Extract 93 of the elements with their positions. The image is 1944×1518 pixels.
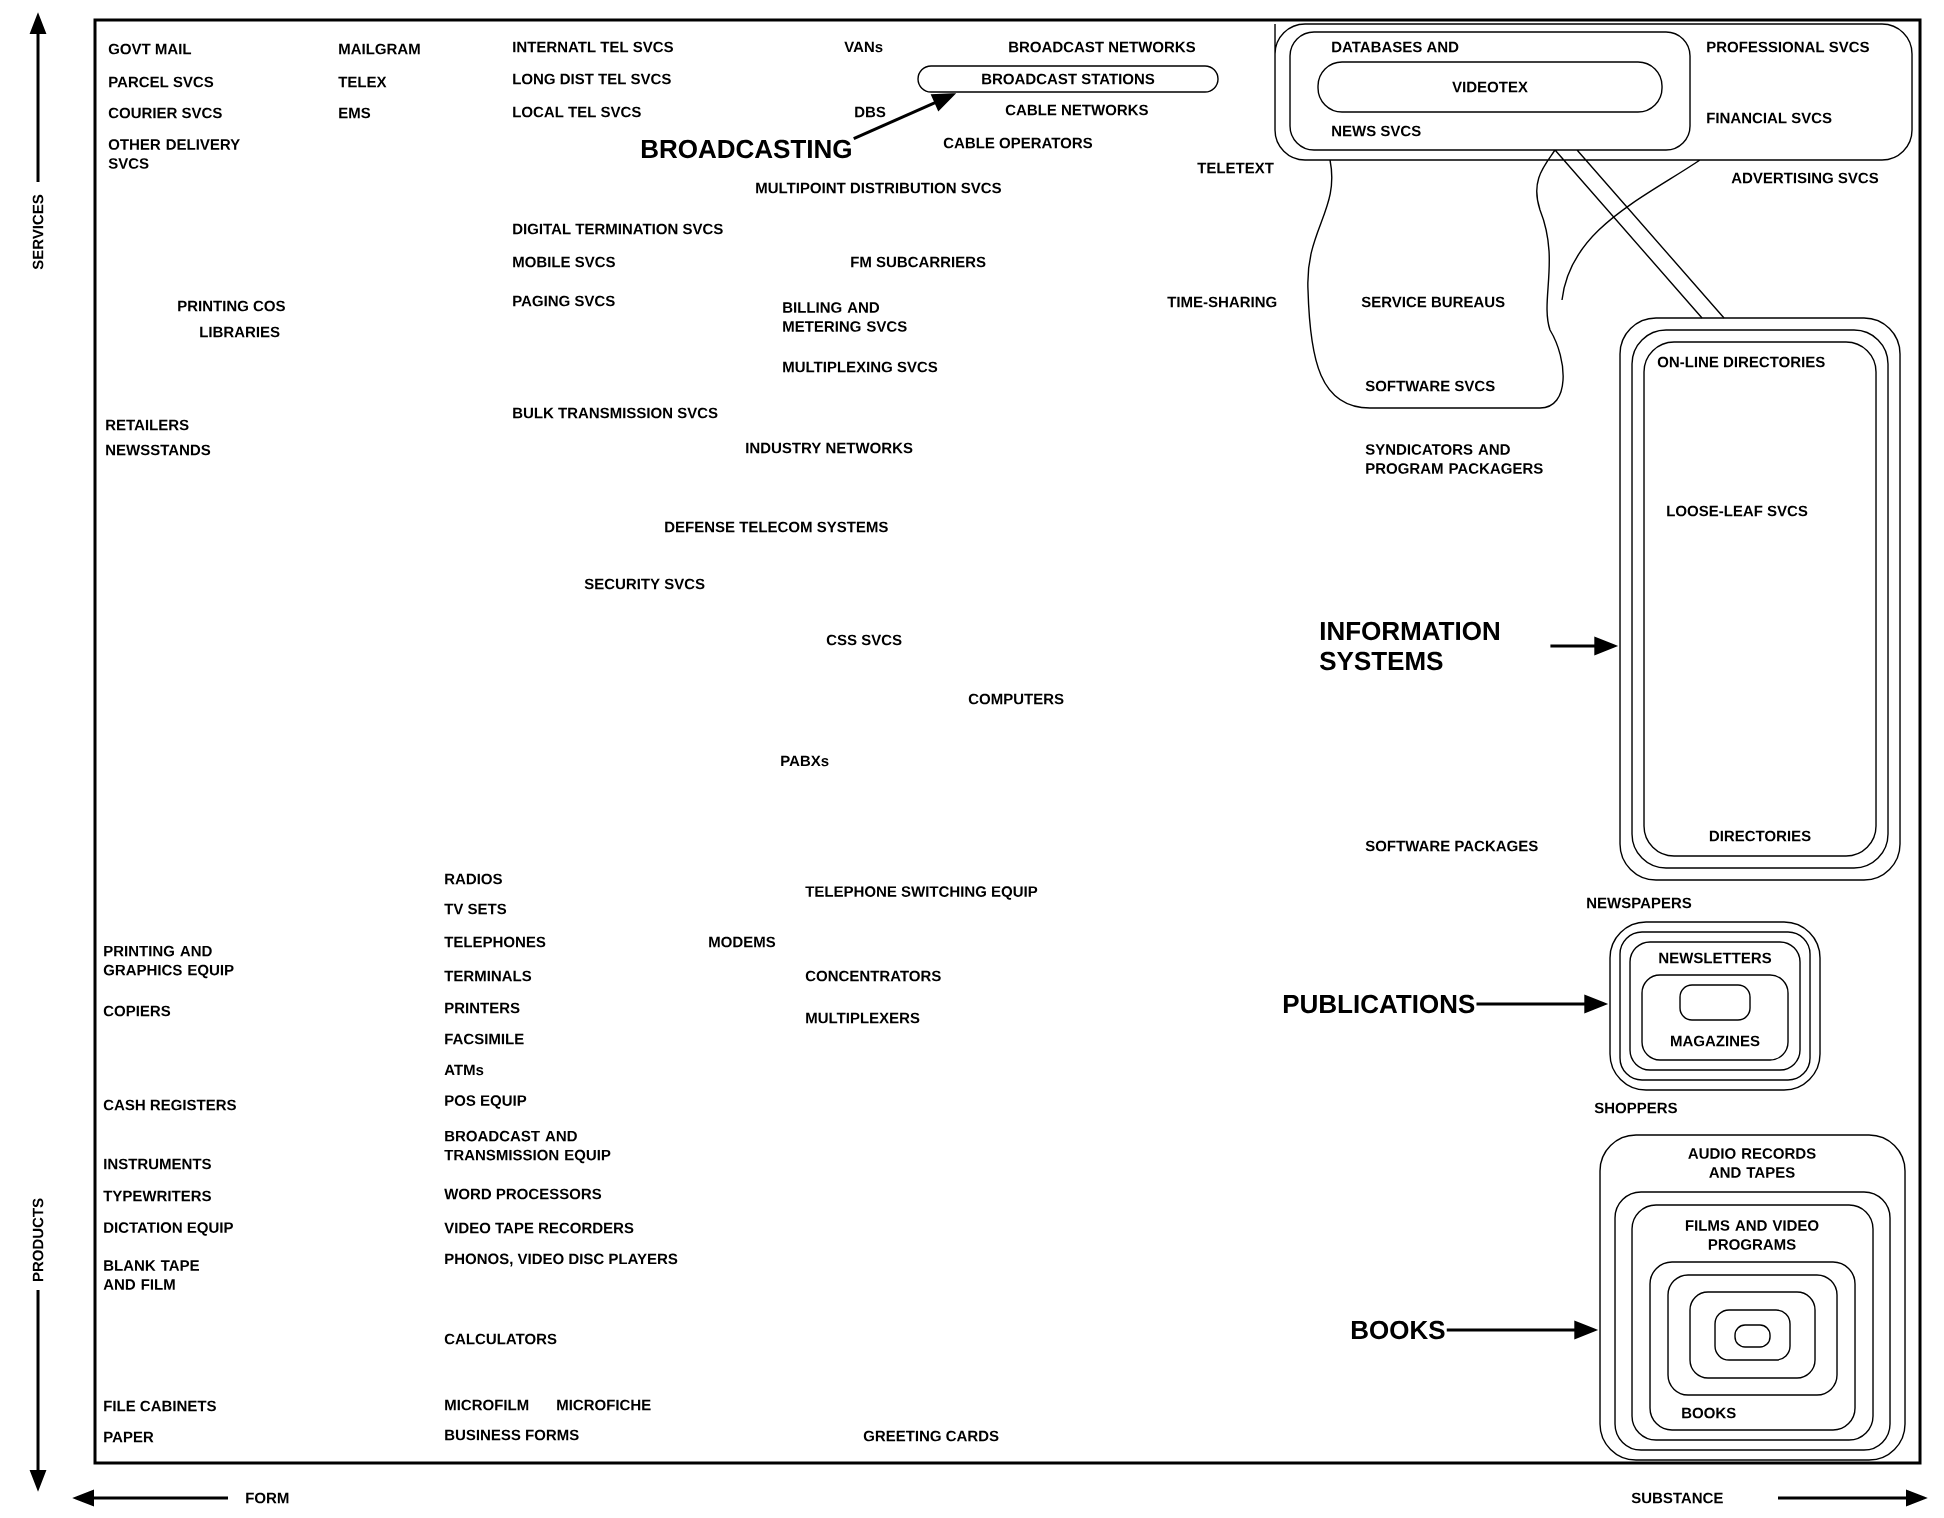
category-label: SYNDICATORS AND PROGRAM PACKAGERS — [1365, 444, 1543, 474]
category-label: DEFENSE TELECOM SYSTEMS — [665, 521, 888, 533]
nested-outline — [1619, 317, 1901, 881]
category-label: FM SUBCARRIERS — [851, 256, 986, 268]
category-label: RADIOS — [445, 873, 502, 885]
category-label: NEWSSTANDS — [106, 444, 211, 456]
category-label: PROFESSIONAL SVCS — [1707, 41, 1869, 53]
category-label: SOFTWARE PACKAGES — [1365, 840, 1538, 852]
category-label: DIGITAL TERMINATION SVCS — [513, 223, 723, 235]
category-label: GREETING CARDS — [863, 1430, 999, 1442]
category-label: LOOSE-LEAF SVCS — [1667, 505, 1808, 517]
category-label: PARCEL SVCS — [109, 76, 214, 88]
category-label: TYPEWRITERS — [103, 1190, 211, 1202]
category-label: MAGAZINES — [1671, 1035, 1760, 1047]
category-label: LOCAL TEL SVCS — [513, 106, 641, 118]
category-label: PRINTING COS — [178, 300, 285, 312]
callout-label: PUBLICATIONS — [1283, 994, 1475, 1014]
category-label: CASH REGISTERS — [103, 1099, 236, 1111]
category-label: CSS SVCS — [826, 634, 902, 646]
category-label: FILE CABINETS — [104, 1400, 216, 1412]
category-label: LONG DIST TEL SVCS — [513, 73, 671, 85]
category-label: PRINTERS — [445, 1002, 520, 1014]
category-label: GOVT MAIL — [108, 43, 192, 55]
category-label: ON-LINE DIRECTORIES — [1657, 356, 1825, 368]
category-label: INDUSTRY NETWORKS — [746, 442, 913, 454]
category-label: BLANK TAPE AND FILM — [103, 1260, 199, 1290]
category-label: VANs — [844, 41, 883, 53]
callout-label: BROADCASTING — [641, 139, 851, 159]
category-label: CONCENTRATORS — [805, 970, 941, 982]
callout-label: BOOKS — [1351, 1320, 1445, 1340]
category-label: MULTIPLEXING SVCS — [783, 361, 938, 373]
category-label: PRINTING AND GRAPHICS EQUIP — [103, 945, 234, 979]
category-label: COURIER SVCS — [108, 107, 222, 119]
category-label: MICROFICHE — [557, 1399, 651, 1411]
category-label: SOFTWARE SVCS — [1365, 380, 1495, 392]
category-label: CABLE OPERATORS — [943, 137, 1093, 149]
category-label: MODEMS — [709, 936, 776, 948]
category-label: RETAILERS — [106, 419, 189, 431]
category-label: TV SETS — [444, 903, 507, 915]
category-label: MULTIPOINT DISTRIBUTION SVCS — [756, 182, 1001, 194]
category-label: NEWSPAPERS — [1587, 897, 1692, 909]
category-label: FILMS AND VIDEO PROGRAMS — [1685, 1220, 1819, 1250]
category-label: PAGING SVCS — [513, 295, 615, 307]
category-label: OTHER DELIVERY SVCS — [108, 139, 240, 169]
category-label: POS EQUIP — [445, 1095, 527, 1109]
category-label: TELETEXT — [1197, 162, 1274, 174]
axis-label: PRODUCTS — [32, 1198, 44, 1282]
category-label: DICTATION EQUIP — [104, 1222, 233, 1236]
category-label: MOBILE SVCS — [513, 256, 615, 268]
category-label: MAILGRAM — [339, 43, 420, 55]
category-label: PHONOS, VIDEO DISC PLAYERS — [445, 1253, 678, 1267]
category-label: DIRECTORIES — [1709, 830, 1811, 842]
category-label: COMPUTERS — [968, 693, 1064, 705]
category-label: ATMs — [444, 1064, 484, 1076]
category-label: MICROFILM — [445, 1399, 529, 1411]
category-label: WORD PROCESSORS — [444, 1188, 602, 1200]
category-label: AUDIO RECORDS AND TAPES — [1688, 1148, 1816, 1178]
callout-label: INFORMATION SYSTEMS — [1319, 621, 1499, 671]
category-label: LIBRARIES — [200, 326, 280, 338]
category-label: TERMINALS — [444, 970, 532, 982]
category-label: SERVICE BUREAUS — [1361, 296, 1505, 308]
category-label: BULK TRANSMISSION SVCS — [513, 407, 718, 419]
nested-outline — [1609, 921, 1821, 1091]
category-label: VIDEO TAPE RECORDERS — [444, 1222, 634, 1234]
rounded-box: BROADCAST STATIONS — [917, 65, 1219, 93]
category-label: BOOKS — [1682, 1407, 1736, 1419]
rounded-box: VIDEOTEX — [1317, 61, 1663, 113]
category-label: TELEPHONES — [444, 936, 546, 948]
axis-label: SERVICES — [32, 194, 44, 270]
category-label: BILLING AND METERING SVCS — [783, 302, 907, 332]
category-label: TIME-SHARING — [1167, 296, 1277, 308]
category-label: SECURITY SVCS — [584, 578, 705, 590]
nested-outline — [1599, 1134, 1906, 1461]
category-label: INSTRUMENTS — [104, 1158, 211, 1170]
category-label: FACSIMILE — [445, 1033, 524, 1045]
category-label: COPIERS — [103, 1005, 171, 1017]
category-label: PABXs — [781, 755, 829, 767]
category-label: DBS — [855, 106, 886, 118]
category-label: SHOPPERS — [1594, 1102, 1677, 1114]
axis-label: SUBSTANCE — [1631, 1492, 1723, 1504]
category-label: TELEX — [338, 76, 387, 88]
category-label: BROADCAST AND TRANSMISSION EQUIP — [444, 1130, 611, 1164]
category-label: MULTIPLEXERS — [806, 1012, 920, 1024]
category-label: BUSINESS FORMS — [445, 1429, 579, 1441]
axis-label: FORM — [246, 1492, 289, 1504]
category-label: EMS — [339, 107, 371, 119]
category-label: CALCULATORS — [444, 1333, 557, 1345]
category-label: PAPER — [104, 1431, 154, 1443]
category-label: ADVERTISING SVCS — [1731, 172, 1879, 184]
category-label: NEWSLETTERS — [1659, 952, 1772, 964]
category-label: INTERNATL TEL SVCS — [513, 41, 673, 53]
category-label: TELEPHONE SWITCHING EQUIP — [805, 886, 1038, 900]
category-label: FINANCIAL SVCS — [1707, 112, 1832, 124]
